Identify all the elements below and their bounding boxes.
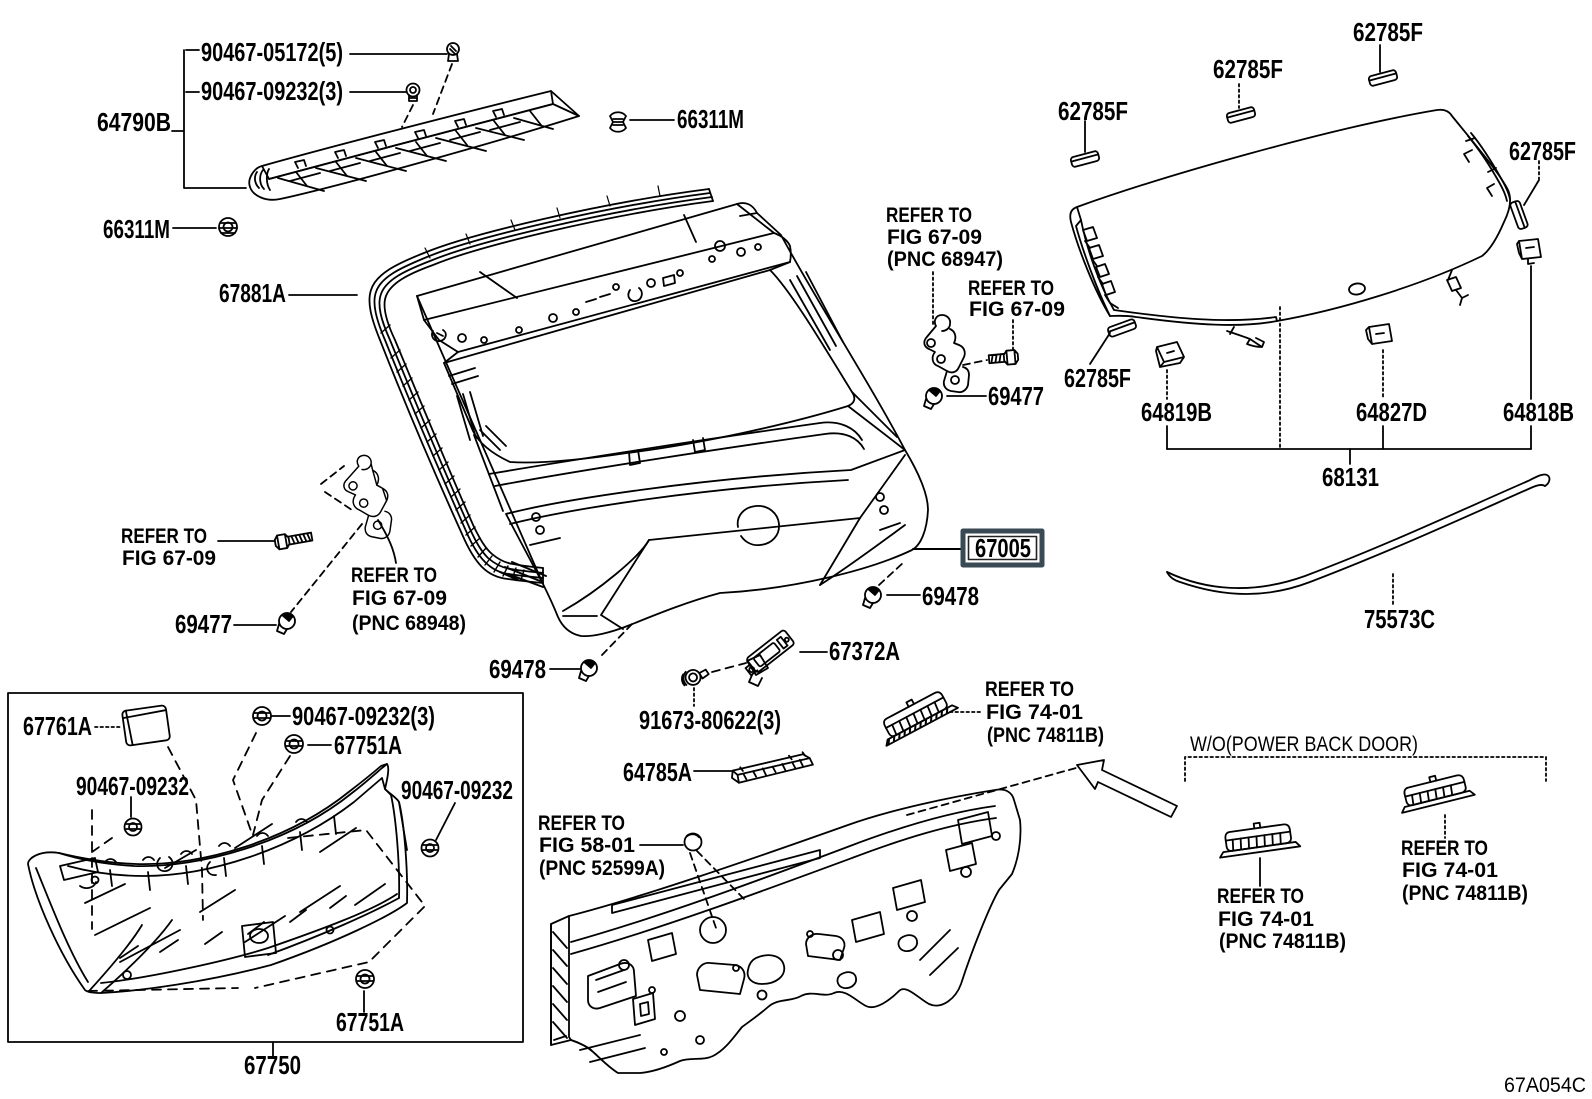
svg-text:64819B: 64819B [1141,397,1212,427]
svg-text:67761A: 67761A [23,711,92,741]
svg-text:(PNC 74811B): (PNC 74811B) [987,724,1104,747]
svg-text:REFER TO: REFER TO [985,678,1074,701]
svg-text:FIG 67-09: FIG 67-09 [887,226,982,249]
svg-text:69477: 69477 [988,381,1044,411]
svg-text:REFER TO: REFER TO [1401,837,1488,860]
svg-text:(PNC 68948): (PNC 68948) [352,612,466,635]
svg-text:67751A: 67751A [334,730,402,760]
svg-text:67881A: 67881A [219,278,286,308]
svg-text:(PNC 68947): (PNC 68947) [887,248,1003,271]
svg-text:62785F: 62785F [1064,363,1131,393]
svg-text:90467-09232(3): 90467-09232(3) [292,701,435,731]
svg-text:69477: 69477 [175,609,232,639]
svg-text:(PNC 52599A): (PNC 52599A) [539,857,665,880]
svg-text:FIG 74-01: FIG 74-01 [986,701,1083,724]
svg-text:69478: 69478 [489,654,546,684]
svg-text:90467-05172(5): 90467-05172(5) [201,37,343,67]
svg-text:62785F: 62785F [1509,136,1576,166]
svg-text:67005: 67005 [975,533,1031,563]
svg-text:REFER TO: REFER TO [1217,885,1304,908]
svg-text:68131: 68131 [1322,462,1379,492]
svg-text:62785F: 62785F [1353,17,1423,47]
svg-text:75573C: 75573C [1364,604,1435,634]
svg-text:REFER TO: REFER TO [351,564,437,587]
svg-text:69478: 69478 [922,581,979,611]
svg-text:REFER TO: REFER TO [538,812,625,835]
svg-text:64818B: 64818B [1503,397,1574,427]
svg-text:90467-09232(3): 90467-09232(3) [201,76,343,106]
svg-text:(PNC 74811B): (PNC 74811B) [1402,882,1528,905]
svg-text:91673-80622(3): 91673-80622(3) [639,705,781,735]
svg-text:FIG 67-09: FIG 67-09 [969,298,1065,321]
svg-text:FIG 74-01: FIG 74-01 [1218,908,1314,931]
svg-text:64785A: 64785A [623,757,692,787]
svg-text:W/O(POWER BACK DOOR): W/O(POWER BACK DOOR) [1190,733,1418,756]
svg-text:64827D: 64827D [1356,397,1427,427]
svg-text:FIG 74-01: FIG 74-01 [1402,859,1498,882]
svg-text:90467-09232: 90467-09232 [401,775,513,805]
svg-text:67372A: 67372A [829,636,900,666]
svg-text:67751A: 67751A [336,1007,404,1037]
svg-text:66311M: 66311M [103,214,170,244]
svg-text:90467-09232: 90467-09232 [76,771,189,801]
svg-text:67A054C: 67A054C [1504,1074,1586,1097]
svg-text:FIG 67-09: FIG 67-09 [122,547,216,570]
svg-text:62785F: 62785F [1213,54,1283,84]
svg-text:66311M: 66311M [677,104,744,134]
svg-text:64790B: 64790B [97,107,171,137]
svg-text:(PNC 74811B): (PNC 74811B) [1219,930,1346,953]
svg-text:FIG 58-01: FIG 58-01 [539,834,635,857]
svg-text:62785F: 62785F [1058,96,1128,126]
svg-text:REFER TO: REFER TO [121,525,207,548]
svg-text:FIG 67-09: FIG 67-09 [352,587,447,610]
svg-text:REFER TO: REFER TO [886,204,972,227]
svg-text:REFER TO: REFER TO [968,277,1054,300]
